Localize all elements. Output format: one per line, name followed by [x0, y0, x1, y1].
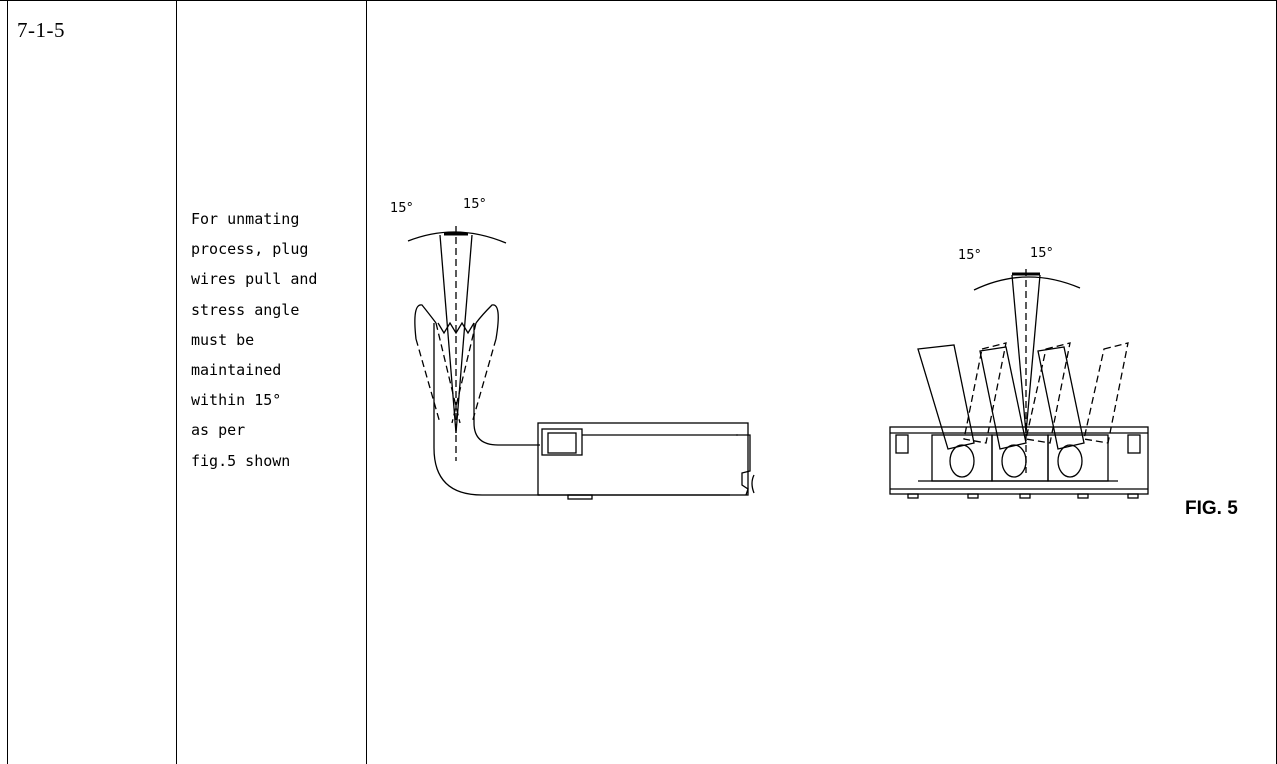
- column-divider-2: [366, 0, 367, 764]
- instruction-line: as per: [191, 421, 246, 440]
- front-angle-left: 15°: [958, 248, 981, 263]
- side-view-drawing: [407, 226, 755, 500]
- figure-caption: FIG. 5: [1185, 498, 1238, 519]
- side-angle-right: 15°: [463, 197, 486, 212]
- instruction-line: within 15°: [191, 391, 282, 410]
- front-angle-right: 15°: [1030, 246, 1053, 261]
- table-border-top: [0, 0, 1277, 1]
- instruction-line: fig.5 shown: [191, 451, 291, 470]
- instruction-text: For unmating process, plug wires pull an…: [191, 204, 363, 476]
- instruction-line: For unmating: [191, 210, 300, 228]
- front-housing: [889, 426, 1149, 495]
- front-view-angles: 15° 15°: [958, 246, 1053, 263]
- instruction-line: process, plug: [191, 240, 309, 259]
- side-angle-left: 15°: [390, 201, 413, 216]
- instruction-line: wires pull and: [191, 270, 318, 289]
- column-divider-1: [176, 0, 177, 764]
- front-view-drawing: [889, 269, 1149, 499]
- connector-figure: 15° 15° 15°: [390, 197, 1149, 500]
- front-angle-arc: [973, 276, 1081, 291]
- side-housing: [537, 422, 749, 496]
- side-cable: [433, 323, 540, 496]
- side-view-angles: 15° 15°: [390, 197, 486, 216]
- section-number: 7-1-5: [17, 18, 65, 42]
- instruction-line: stress angle: [191, 300, 300, 319]
- instruction-line: must be: [191, 330, 255, 349]
- instruction-line: maintained: [191, 360, 282, 379]
- table-border-left: [7, 0, 8, 764]
